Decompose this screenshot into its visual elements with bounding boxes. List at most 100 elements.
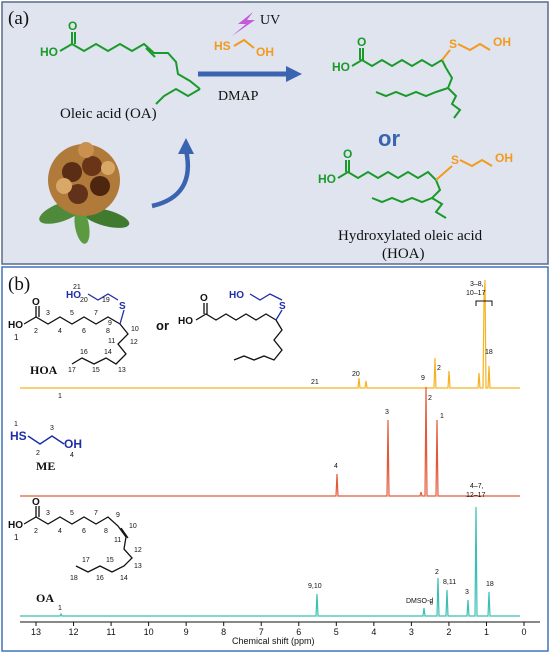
- product-1-s: S: [449, 37, 457, 51]
- hoa-struct-ho: HO: [66, 290, 81, 301]
- panel-b-border: [1, 266, 549, 652]
- x-tick-label: 11: [106, 627, 115, 637]
- oa-spectrum-trace: [20, 506, 520, 617]
- product-1-oh: OH: [493, 35, 511, 49]
- reagent-oh: OH: [256, 45, 274, 59]
- svg-text:12: 12: [130, 339, 138, 346]
- hoa-label-line2: (HOA): [382, 246, 425, 262]
- svg-text:10–17: 10–17: [466, 290, 486, 297]
- svg-text:2: 2: [34, 328, 38, 335]
- svg-text:18: 18: [485, 349, 493, 356]
- product-2-o: O: [343, 147, 352, 161]
- svg-text:3: 3: [385, 409, 389, 416]
- svg-text:16: 16: [96, 575, 104, 582]
- svg-text:1: 1: [14, 421, 18, 428]
- svg-text:9: 9: [116, 512, 120, 519]
- svg-text:6: 6: [430, 601, 433, 607]
- product-1-structure: [351, 48, 462, 119]
- svg-text:2: 2: [34, 528, 38, 535]
- panel-a-label: (a): [8, 8, 29, 29]
- svg-text:10: 10: [131, 326, 139, 333]
- svg-text:18: 18: [70, 575, 78, 582]
- svg-text:6: 6: [82, 528, 86, 535]
- svg-text:5: 5: [70, 310, 74, 317]
- svg-text:2: 2: [435, 569, 439, 576]
- x-tick-label: 4: [371, 627, 376, 637]
- hoa-bracket: [475, 300, 493, 306]
- svg-text:2: 2: [36, 450, 40, 457]
- hoa-alt-s: S: [279, 301, 286, 312]
- hoa-struct-one: 1: [14, 333, 19, 342]
- svg-text:13: 13: [134, 563, 142, 570]
- oleic-acid-label: Oleic acid (OA): [60, 106, 157, 122]
- me-struct-numbers: 1 2 3 4: [14, 421, 74, 459]
- x-tick-label: 10: [144, 627, 154, 637]
- product-2-s: S: [451, 153, 459, 167]
- hoa-spectrum-trace: [20, 279, 520, 389]
- svg-text:21: 21: [73, 284, 81, 291]
- svg-text:12: 12: [134, 547, 142, 554]
- svg-text:11: 11: [114, 537, 121, 544]
- oleic-acid-ho: HO: [40, 45, 58, 59]
- oa-structure: [23, 506, 133, 573]
- product-1-ho: HO: [332, 60, 350, 74]
- mercaptoethanol-structure: [233, 38, 255, 49]
- panel-b-label: (b): [8, 274, 30, 295]
- oa-struct-one: 1: [14, 533, 19, 542]
- oa-struct-numbers: 2 3 4 5 6 7 8 9 10 11 12 13 14 15 16 17 …: [34, 510, 142, 582]
- hoa-or-label: or: [156, 318, 169, 333]
- svg-text:17: 17: [68, 367, 76, 374]
- svg-text:14: 14: [120, 575, 128, 582]
- hoa-struct-s: S: [119, 301, 126, 312]
- svg-text:4: 4: [58, 328, 62, 335]
- product-2-thioether: [435, 158, 493, 181]
- x-tick-label: 13: [31, 627, 41, 637]
- svg-text:18: 18: [486, 581, 494, 588]
- x-tick-label: 1: [484, 627, 489, 637]
- oleic-acid-o: O: [68, 19, 77, 33]
- hoa-structure-left-thiol: [87, 293, 125, 325]
- panel-a-or-label: or: [378, 126, 400, 151]
- svg-text:5: 5: [70, 510, 74, 517]
- svg-text:4: 4: [70, 452, 74, 459]
- svg-text:3: 3: [46, 310, 50, 317]
- svg-text:17: 17: [82, 557, 90, 564]
- svg-text:21: 21: [311, 379, 319, 386]
- svg-text:4–7,: 4–7,: [470, 483, 484, 490]
- svg-text:20: 20: [80, 297, 88, 304]
- oa-struct-o: O: [32, 497, 40, 508]
- svg-text:16: 16: [80, 349, 88, 356]
- me-struct-oh: OH: [64, 437, 82, 451]
- x-axis-label: Chemical shift (ppm): [232, 636, 315, 646]
- uv-label: UV: [260, 13, 280, 28]
- svg-text:2: 2: [428, 395, 432, 402]
- me-structure: [27, 435, 65, 445]
- svg-text:20: 20: [352, 371, 360, 378]
- me-peak-labels: 4 3 2 1: [334, 395, 444, 470]
- svg-text:9: 9: [108, 320, 112, 327]
- svg-text:7: 7: [94, 510, 98, 517]
- svg-text:8: 8: [106, 328, 110, 335]
- reagent-hs: HS: [214, 39, 231, 53]
- svg-text:3: 3: [50, 425, 54, 432]
- svg-text:3: 3: [46, 510, 50, 517]
- hoa-structure-left: [23, 306, 129, 365]
- svg-text:6: 6: [82, 328, 86, 335]
- svg-text:19: 19: [102, 297, 110, 304]
- camellia-seed-illustration: [39, 142, 130, 244]
- x-tick-label: 0: [521, 627, 526, 637]
- svg-text:2: 2: [437, 365, 441, 372]
- catalyst-label: DMAP: [218, 89, 259, 104]
- x-tick-label: 6: [296, 627, 301, 637]
- svg-text:8,11: 8,11: [443, 579, 456, 586]
- svg-text:7: 7: [94, 310, 98, 317]
- svg-text:3–8,: 3–8,: [470, 281, 484, 288]
- svg-text:1: 1: [58, 605, 62, 612]
- hoa-struct-o: O: [32, 297, 40, 308]
- x-tick-label: 3: [409, 627, 414, 637]
- hoa-alt-o: O: [200, 293, 208, 304]
- hoa-label-line1: Hydroxylated oleic acid: [338, 228, 483, 244]
- uv-lightning-icon: [232, 12, 255, 36]
- oa-trace-name: OA: [36, 591, 54, 605]
- oa-struct-ho: HO: [8, 520, 23, 531]
